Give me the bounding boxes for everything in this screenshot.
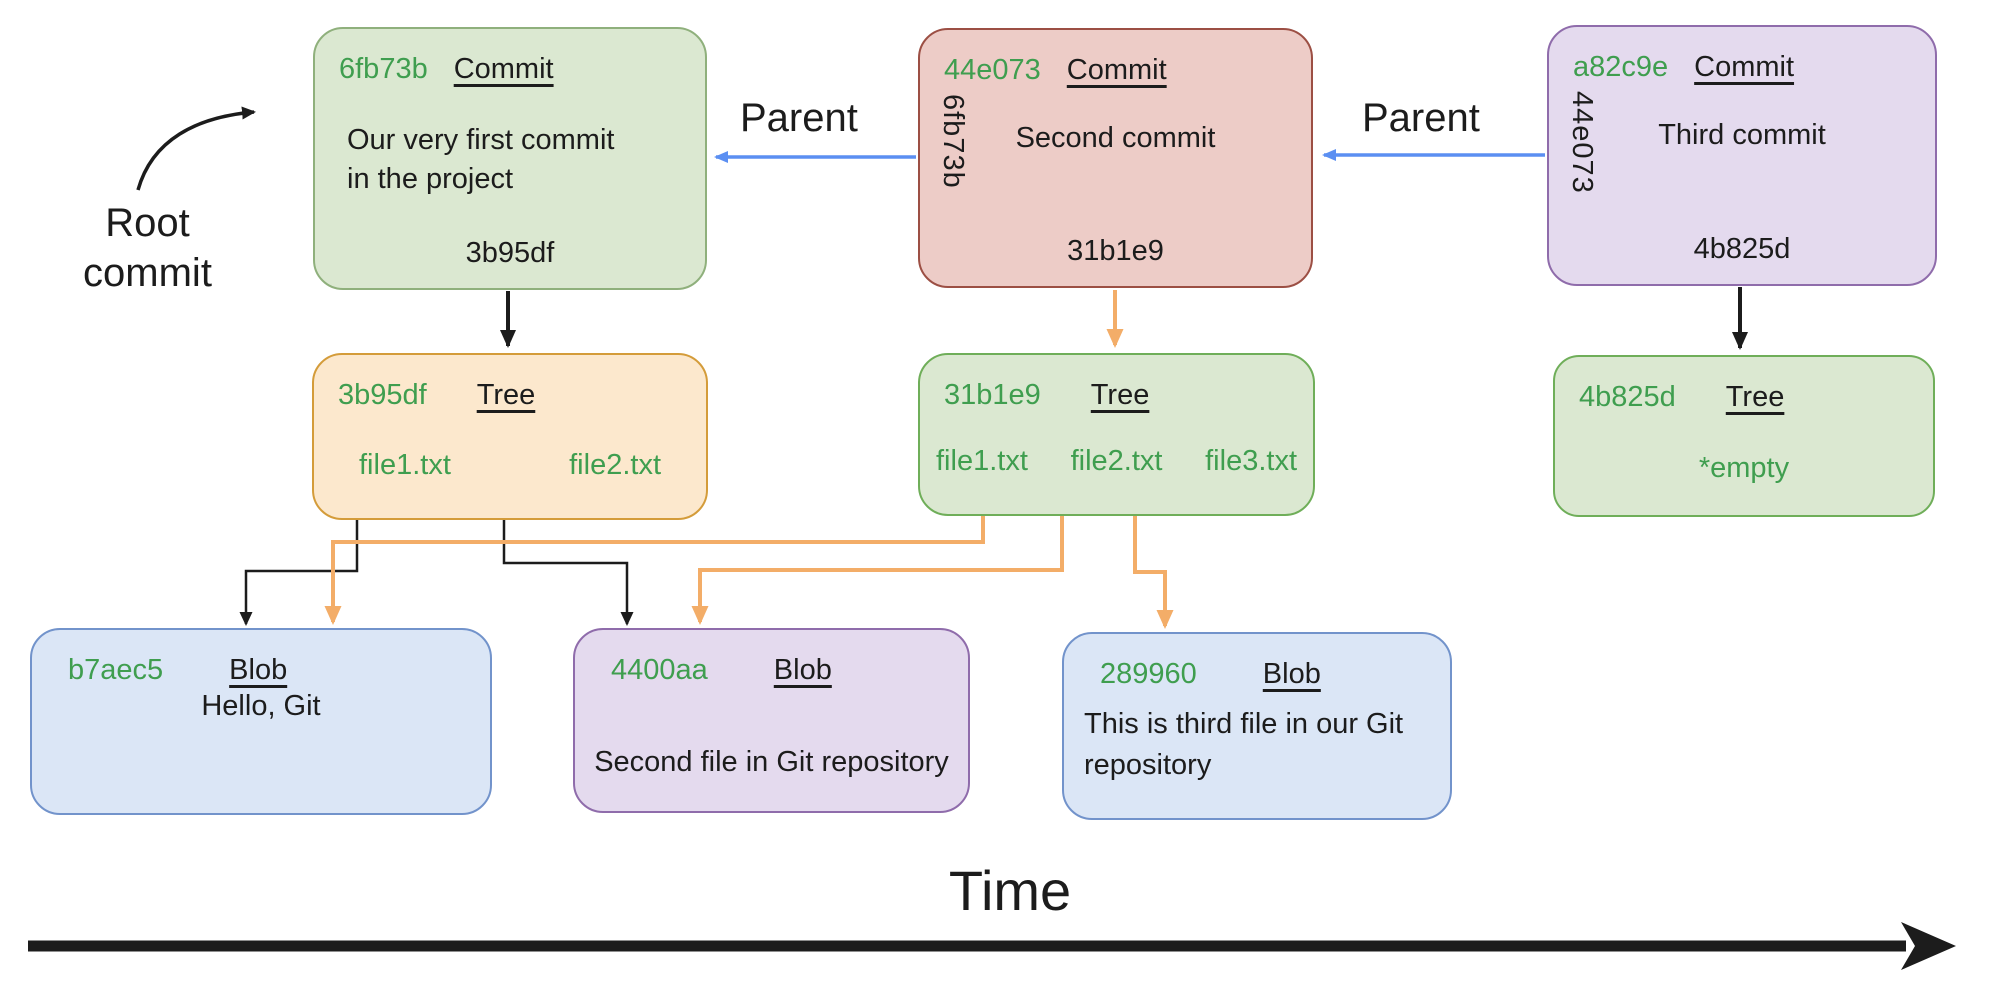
- commit1-tree-hash: 3b95df: [465, 237, 555, 269]
- blob1-header: b7aec5 Blob: [68, 654, 287, 687]
- tree1-header: 3b95df Tree: [338, 379, 535, 412]
- tree2-file-entry: file2.txt: [1070, 445, 1163, 477]
- tree-box-1: 3b95df Tree file1.txt file2.txt: [312, 353, 708, 520]
- tree3-header: 4b825d Tree: [1579, 381, 1784, 414]
- commit-box-1: 6fb73b Commit Our very first commit in t…: [313, 27, 707, 290]
- tree2-file2-to-blob2-connector: [691, 515, 1064, 625]
- tree3-type-label: Tree: [1725, 381, 1785, 413]
- commit-box-3: a82c9e Commit 44e073 Third commit 4b825d: [1547, 25, 1937, 286]
- tree1-file-entry: file1.txt: [359, 449, 451, 481]
- commit2-header: 44e073 Commit: [944, 54, 1167, 87]
- commit2-message: Second commit: [1015, 122, 1216, 154]
- tree2-file-entry: file1.txt: [936, 445, 1028, 477]
- parent-label-1: Parent: [740, 96, 858, 140]
- blob3-hash: 289960: [1100, 658, 1197, 690]
- blob1-content: Hello, Git: [201, 690, 321, 722]
- blob3-header: 289960 Blob: [1100, 658, 1321, 691]
- tree2-file1-to-blob1-connector: [324, 515, 985, 625]
- blob-box-2: 4400aa Blob Second file in Git repositor…: [573, 628, 970, 813]
- commit3-parent-hash-vertical: 44e073: [1566, 91, 1598, 194]
- tree1-type-label: Tree: [476, 379, 536, 411]
- root-commit-arrow: [136, 106, 256, 191]
- commit2-type-label: Commit: [1066, 54, 1167, 86]
- tree2-header: 31b1e9 Tree: [944, 379, 1149, 412]
- commit2-hash: 44e073: [944, 54, 1041, 86]
- commit3-message: Third commit: [1658, 119, 1826, 151]
- tree1-file2-to-blob2-connector: [502, 519, 634, 626]
- blob1-hash: b7aec5: [68, 654, 164, 686]
- blob3-type-label: Blob: [1262, 658, 1321, 690]
- tree1-file1-to-blob1-connector: [239, 519, 359, 626]
- parent-label-2: Parent: [1362, 96, 1480, 140]
- tree2-file-entry: file3.txt: [1205, 445, 1297, 477]
- timeline-arrow: [28, 922, 1956, 970]
- tree1-file-entry: file2.txt: [569, 449, 661, 481]
- commit3-type-label: Commit: [1694, 51, 1795, 83]
- commit1-message: Our very first commit in the project: [347, 124, 615, 196]
- tree3-empty-label: *empty: [1698, 452, 1790, 484]
- commit3-hash: a82c9e: [1573, 51, 1669, 83]
- tree1-file-list: file1.txt file2.txt: [314, 449, 706, 482]
- blob2-header: 4400aa Blob: [611, 654, 832, 687]
- tree-box-3: 4b825d Tree *empty: [1553, 355, 1935, 517]
- tree2-hash: 31b1e9: [944, 379, 1041, 411]
- commit2-parent-hash-vertical: 6fb73b: [937, 94, 969, 189]
- root-commit-label: Root commit: [83, 201, 212, 295]
- commit1-type-label: Commit: [453, 53, 554, 85]
- tree3-hash: 4b825d: [1579, 381, 1676, 413]
- commit3-header: a82c9e Commit: [1573, 51, 1794, 84]
- commit1-hash: 6fb73b: [339, 53, 428, 85]
- tree2-type-label: Tree: [1090, 379, 1150, 411]
- commit-box-2: 44e073 Commit 6fb73b Second commit 31b1e…: [918, 28, 1313, 288]
- blob1-type-label: Blob: [229, 654, 288, 686]
- blob-box-3: 289960 Blob This is third file in our Gi…: [1062, 632, 1452, 820]
- commit2-tree-hash: 31b1e9: [1067, 235, 1164, 267]
- commit3-tree-hash: 4b825d: [1693, 233, 1791, 265]
- time-axis-label: Time: [948, 859, 1072, 922]
- commit1-header: 6fb73b Commit: [339, 53, 554, 86]
- blob3-content: This is third file in our Git repository: [1084, 708, 1404, 781]
- tree2-file-list: file1.txt file2.txt file3.txt: [920, 445, 1313, 478]
- blob2-content: Second file in Git repository: [594, 746, 949, 778]
- blob-box-1: b7aec5 Blob Hello, Git: [30, 628, 492, 815]
- blob2-hash: 4400aa: [611, 654, 708, 686]
- tree2-file3-to-blob3-connector: [1133, 515, 1174, 629]
- tree1-hash: 3b95df: [338, 379, 427, 411]
- blob2-type-label: Blob: [773, 654, 832, 686]
- tree-box-2: 31b1e9 Tree file1.txt file2.txt file3.tx…: [918, 353, 1315, 516]
